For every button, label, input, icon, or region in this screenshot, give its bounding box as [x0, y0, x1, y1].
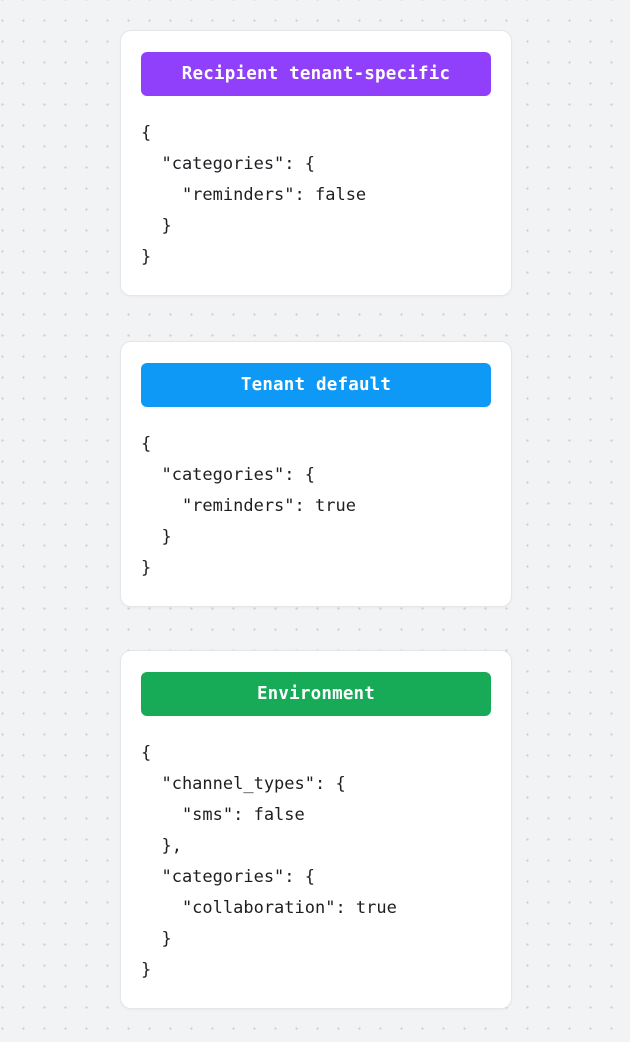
card-code-environment: { "channel_types": { "sms": false }, "ca…	[141, 743, 397, 980]
card-header-recipient-tenant-specific: Recipient tenant-specific	[141, 52, 491, 96]
preference-card-tenant-default: Tenant default { "categories": { "remind…	[120, 341, 512, 607]
card-code-recipient-tenant-specific: { "categories": { "reminders": false } }	[141, 123, 367, 267]
card-code-tenant-default: { "categories": { "reminders": true } }	[141, 434, 356, 578]
preference-card-recipient-tenant-specific: Recipient tenant-specific { "categories"…	[120, 30, 512, 296]
preference-card-environment: Environment { "channel_types": { "sms": …	[120, 650, 512, 1009]
card-header-tenant-default: Tenant default	[141, 363, 491, 407]
card-header-environment: Environment	[141, 672, 491, 716]
preference-card-stack: Recipient tenant-specific { "categories"…	[120, 0, 512, 1009]
